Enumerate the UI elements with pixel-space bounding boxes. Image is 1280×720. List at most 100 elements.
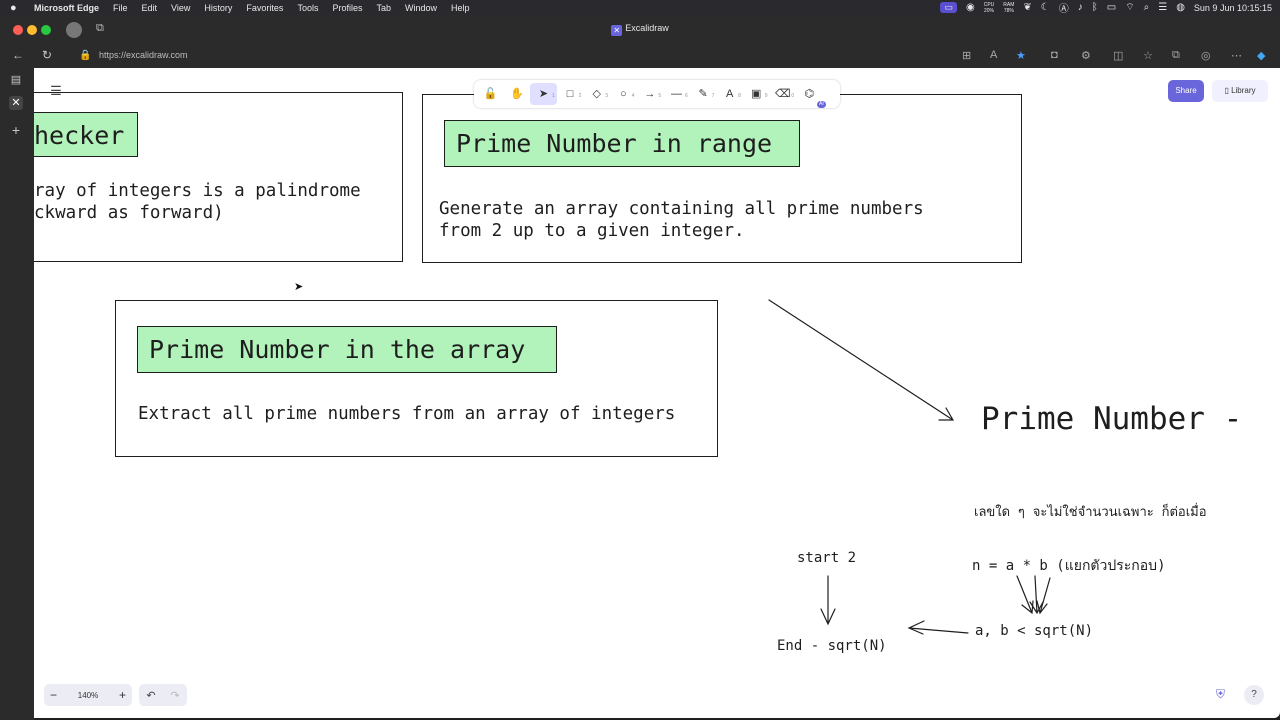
record-icon[interactable]: ◉ — [965, 2, 975, 13]
rectangle-icon[interactable]: □2 — [557, 83, 584, 105]
zoom-out-button[interactable]: − — [50, 688, 58, 702]
selection-tool-key: 1 — [552, 93, 555, 99]
clock[interactable]: Sun 9 Jun 10:15:15 — [1193, 2, 1272, 13]
ellipse-icon[interactable]: ○4 — [610, 83, 637, 105]
menu-favorites[interactable]: Favorites — [246, 2, 284, 13]
zoom-in-button[interactable]: + — [118, 688, 126, 702]
camera-extension-icon[interactable]: ◘ — [1051, 49, 1058, 61]
menu-help[interactable]: Help — [451, 2, 470, 13]
app-available-icon[interactable]: ⊞ — [962, 50, 972, 62]
pencil-icon[interactable]: ✎7 — [690, 83, 717, 105]
menu-app-name[interactable]: Microsoft Edge — [34, 2, 100, 13]
ellipse-tool-key: 4 — [631, 93, 635, 99]
active-tab[interactable]: ✕Excalidraw — [0, 23, 1280, 36]
volume-icon[interactable]: ♪ — [1077, 2, 1083, 13]
back-arrow-icon[interactable]: ← — [12, 48, 24, 62]
apple-icon[interactable]: ● — [10, 1, 17, 14]
hamburger-menu-icon[interactable]: ☰ — [50, 83, 62, 98]
range-title-box[interactable]: Prime Number in range — [444, 120, 800, 167]
arrow-formula-left — [1016, 575, 1034, 615]
keyboard-input-icon[interactable]: Ⓐ — [1058, 4, 1069, 15]
line-icon[interactable]: —6 — [663, 83, 690, 105]
end-label: End - sqrt(N) — [777, 638, 887, 654]
eraser-icon[interactable]: ⌫0 — [770, 83, 797, 105]
minimize-window-button[interactable] — [27, 25, 37, 35]
shield-icon[interactable]: ⛨ — [1216, 687, 1226, 701]
pointer-icon[interactable]: ➤1 — [530, 83, 557, 105]
array-title-box[interactable]: Prime Number in the array — [137, 326, 557, 373]
control-center-icon[interactable]: ☰ — [1158, 2, 1168, 13]
favorites-icon[interactable]: ☆ — [1143, 50, 1153, 62]
leaf-icon[interactable]: ❦ — [1023, 2, 1032, 13]
diamond-icon[interactable]: ◇3 — [583, 83, 610, 105]
excalidraw-canvas[interactable]: hecker ray of integers is a palindrome c… — [34, 68, 1280, 718]
menu-edit[interactable]: Edit — [141, 2, 158, 13]
menu-window[interactable]: Window — [404, 2, 437, 13]
more-menu-icon[interactable]: ⋯ — [1231, 50, 1242, 62]
wifi-icon[interactable]: ⌔ — [1125, 2, 1135, 13]
copilot-icon[interactable]: ◆ — [1257, 50, 1266, 62]
search-icon[interactable]: ⌕ — [1143, 2, 1150, 13]
zoom-window-button[interactable] — [41, 25, 51, 35]
profile-avatar[interactable] — [66, 22, 82, 38]
close-window-button[interactable] — [13, 25, 23, 35]
menu-file[interactable]: File — [113, 2, 128, 13]
eraser-tool-key: 0 — [791, 93, 795, 99]
moon-icon[interactable]: ☾ — [1040, 2, 1050, 13]
arrow-condition-to-end — [907, 620, 969, 635]
menu-tools[interactable]: Tools — [297, 2, 319, 13]
lock-icon[interactable]: 🔒 — [79, 50, 92, 61]
performance-icon[interactable]: ◎ — [1201, 50, 1211, 62]
arrow-icon[interactable]: →5 — [637, 83, 664, 105]
line-tool-key: 6 — [684, 93, 688, 99]
image-icon[interactable]: ▣9 — [743, 83, 770, 105]
hand-icon[interactable]: ✋ — [510, 88, 524, 100]
zoom-level[interactable]: 140% — [77, 690, 99, 700]
screen-share-icon[interactable]: ▭ — [940, 2, 957, 13]
split-screen-icon[interactable]: ◫ — [1113, 50, 1124, 62]
palindrome-description: ray of integers is a palindrome ckward a… — [34, 181, 361, 223]
excalidraw-favicon-icon: ✕ — [611, 25, 623, 36]
sidebar-tab-excalidraw[interactable]: ✕ — [9, 96, 23, 110]
collections-icon[interactable]: ⧉ — [1172, 49, 1180, 61]
array-frame[interactable] — [115, 300, 718, 457]
extensions-icon[interactable]: ⚙ — [1081, 50, 1091, 62]
tab-actions-icon[interactable]: ▤ — [10, 74, 22, 86]
library-button[interactable]: ▯ Library — [1212, 80, 1268, 102]
redo-icon[interactable]: ↷ — [170, 689, 180, 702]
help-icon[interactable]: ? — [1244, 685, 1264, 705]
favorite-star-icon[interactable]: ★ — [1016, 50, 1026, 62]
read-aloud-icon[interactable]: A — [990, 49, 998, 61]
url-field[interactable]: https://excalidraw.com — [99, 50, 188, 60]
palindrome-title-box[interactable]: hecker — [34, 112, 138, 157]
cpu-value: 20% — [983, 7, 994, 14]
menu-profiles[interactable]: Profiles — [332, 2, 363, 13]
undo-icon[interactable]: ↶ — [146, 689, 156, 702]
share-button[interactable]: Share — [1168, 80, 1204, 102]
factorization-formula: n = a * b (แยกตัวประกอบ) — [972, 558, 1166, 574]
arrow-to-title — [768, 299, 955, 421]
array-title: Prime Number in the array — [149, 335, 526, 364]
shapes-icon[interactable]: ⌬AI — [804, 88, 826, 108]
new-tab-plus-icon[interactable]: + — [11, 122, 21, 138]
battery-icon[interactable]: ▭ — [1106, 2, 1117, 13]
thai-definition-text: เลขใด ๆ จะไม่ใช่จำนวนเฉพาะ ก็ต่อเมื่อ — [974, 505, 1207, 520]
range-description: Generate an array containing all prime n… — [439, 199, 924, 241]
palindrome-frame[interactable] — [34, 92, 403, 262]
rectangle-tool-key: 2 — [578, 93, 582, 99]
menu-view[interactable]: View — [171, 2, 191, 13]
prime-number-heading: Prime Number - — [981, 401, 1243, 437]
lock-icon[interactable]: 🔓 — [483, 88, 498, 100]
siri-icon[interactable]: ◍ — [1176, 2, 1185, 13]
refresh-icon[interactable]: ↻ — [42, 48, 53, 62]
menu-history[interactable]: History — [204, 2, 233, 13]
library-book-icon: ▯ — [1224, 86, 1232, 95]
menu-tab[interactable]: Tab — [376, 2, 391, 13]
bluetooth-icon[interactable]: ᛒ — [1091, 2, 1098, 13]
workspaces-icon[interactable]: ⧉ — [96, 22, 104, 34]
